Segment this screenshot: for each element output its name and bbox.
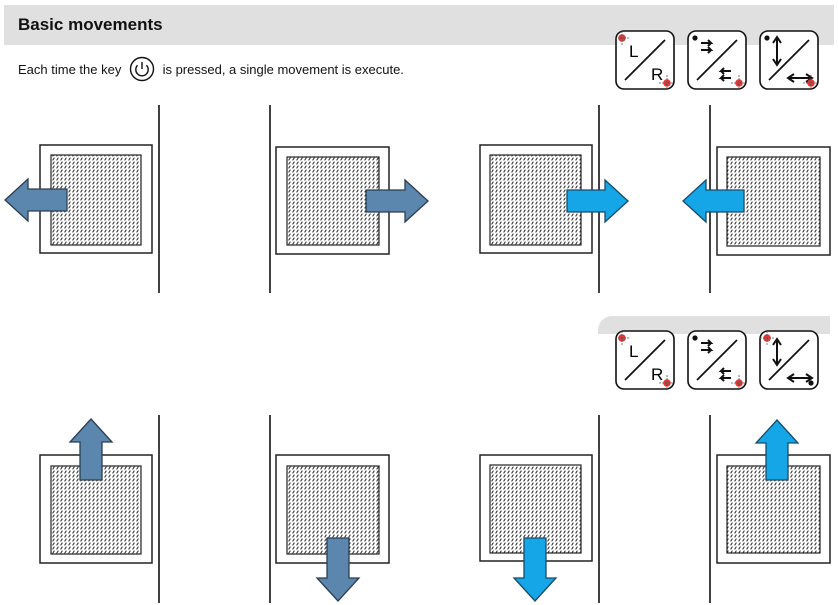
arrow-down-icon	[512, 537, 558, 602]
mode-tab-background	[598, 316, 830, 334]
intro-suffix: is pressed, a single movement is execute…	[162, 62, 404, 77]
r-label: R	[651, 65, 663, 84]
arrow-up-icon	[754, 419, 800, 481]
intro-text: Each time the key is pressed, a single m…	[18, 56, 404, 82]
arrow-up-icon	[68, 418, 114, 481]
intro-prefix: Each time the key	[18, 62, 122, 77]
movement-up-cyan	[709, 415, 831, 603]
mode-icons-bottom: L R	[598, 316, 830, 391]
movement-right-steel	[269, 105, 429, 293]
arrows-reference-icon	[687, 330, 747, 390]
section-header: Basic movements	[4, 5, 834, 45]
l-label: L	[629, 342, 638, 361]
mode-icons-top: L R	[600, 18, 832, 93]
arrows-reference-icon	[687, 30, 747, 90]
movement-left-steel	[4, 105, 160, 293]
arrow-down-icon	[315, 537, 361, 602]
left-right-reference-icon: L R	[615, 30, 675, 90]
arrow-right-icon	[566, 178, 629, 224]
arrow-right-icon	[365, 178, 429, 224]
axis-reference-icon	[759, 330, 819, 390]
movement-left-cyan	[682, 105, 831, 293]
movement-down-steel	[269, 415, 390, 603]
left-right-reference-icon: L R	[615, 330, 675, 390]
arrow-left-icon	[682, 178, 745, 224]
section-title: Basic movements	[18, 15, 163, 34]
r-label: R	[651, 365, 663, 384]
arrow-left-icon	[4, 177, 68, 223]
power-icon	[129, 56, 155, 82]
axis-reference-icon	[759, 30, 819, 90]
movement-right-cyan	[479, 105, 629, 293]
movement-down-cyan	[479, 415, 600, 603]
l-label: L	[629, 42, 638, 61]
movement-up-steel	[39, 415, 160, 603]
